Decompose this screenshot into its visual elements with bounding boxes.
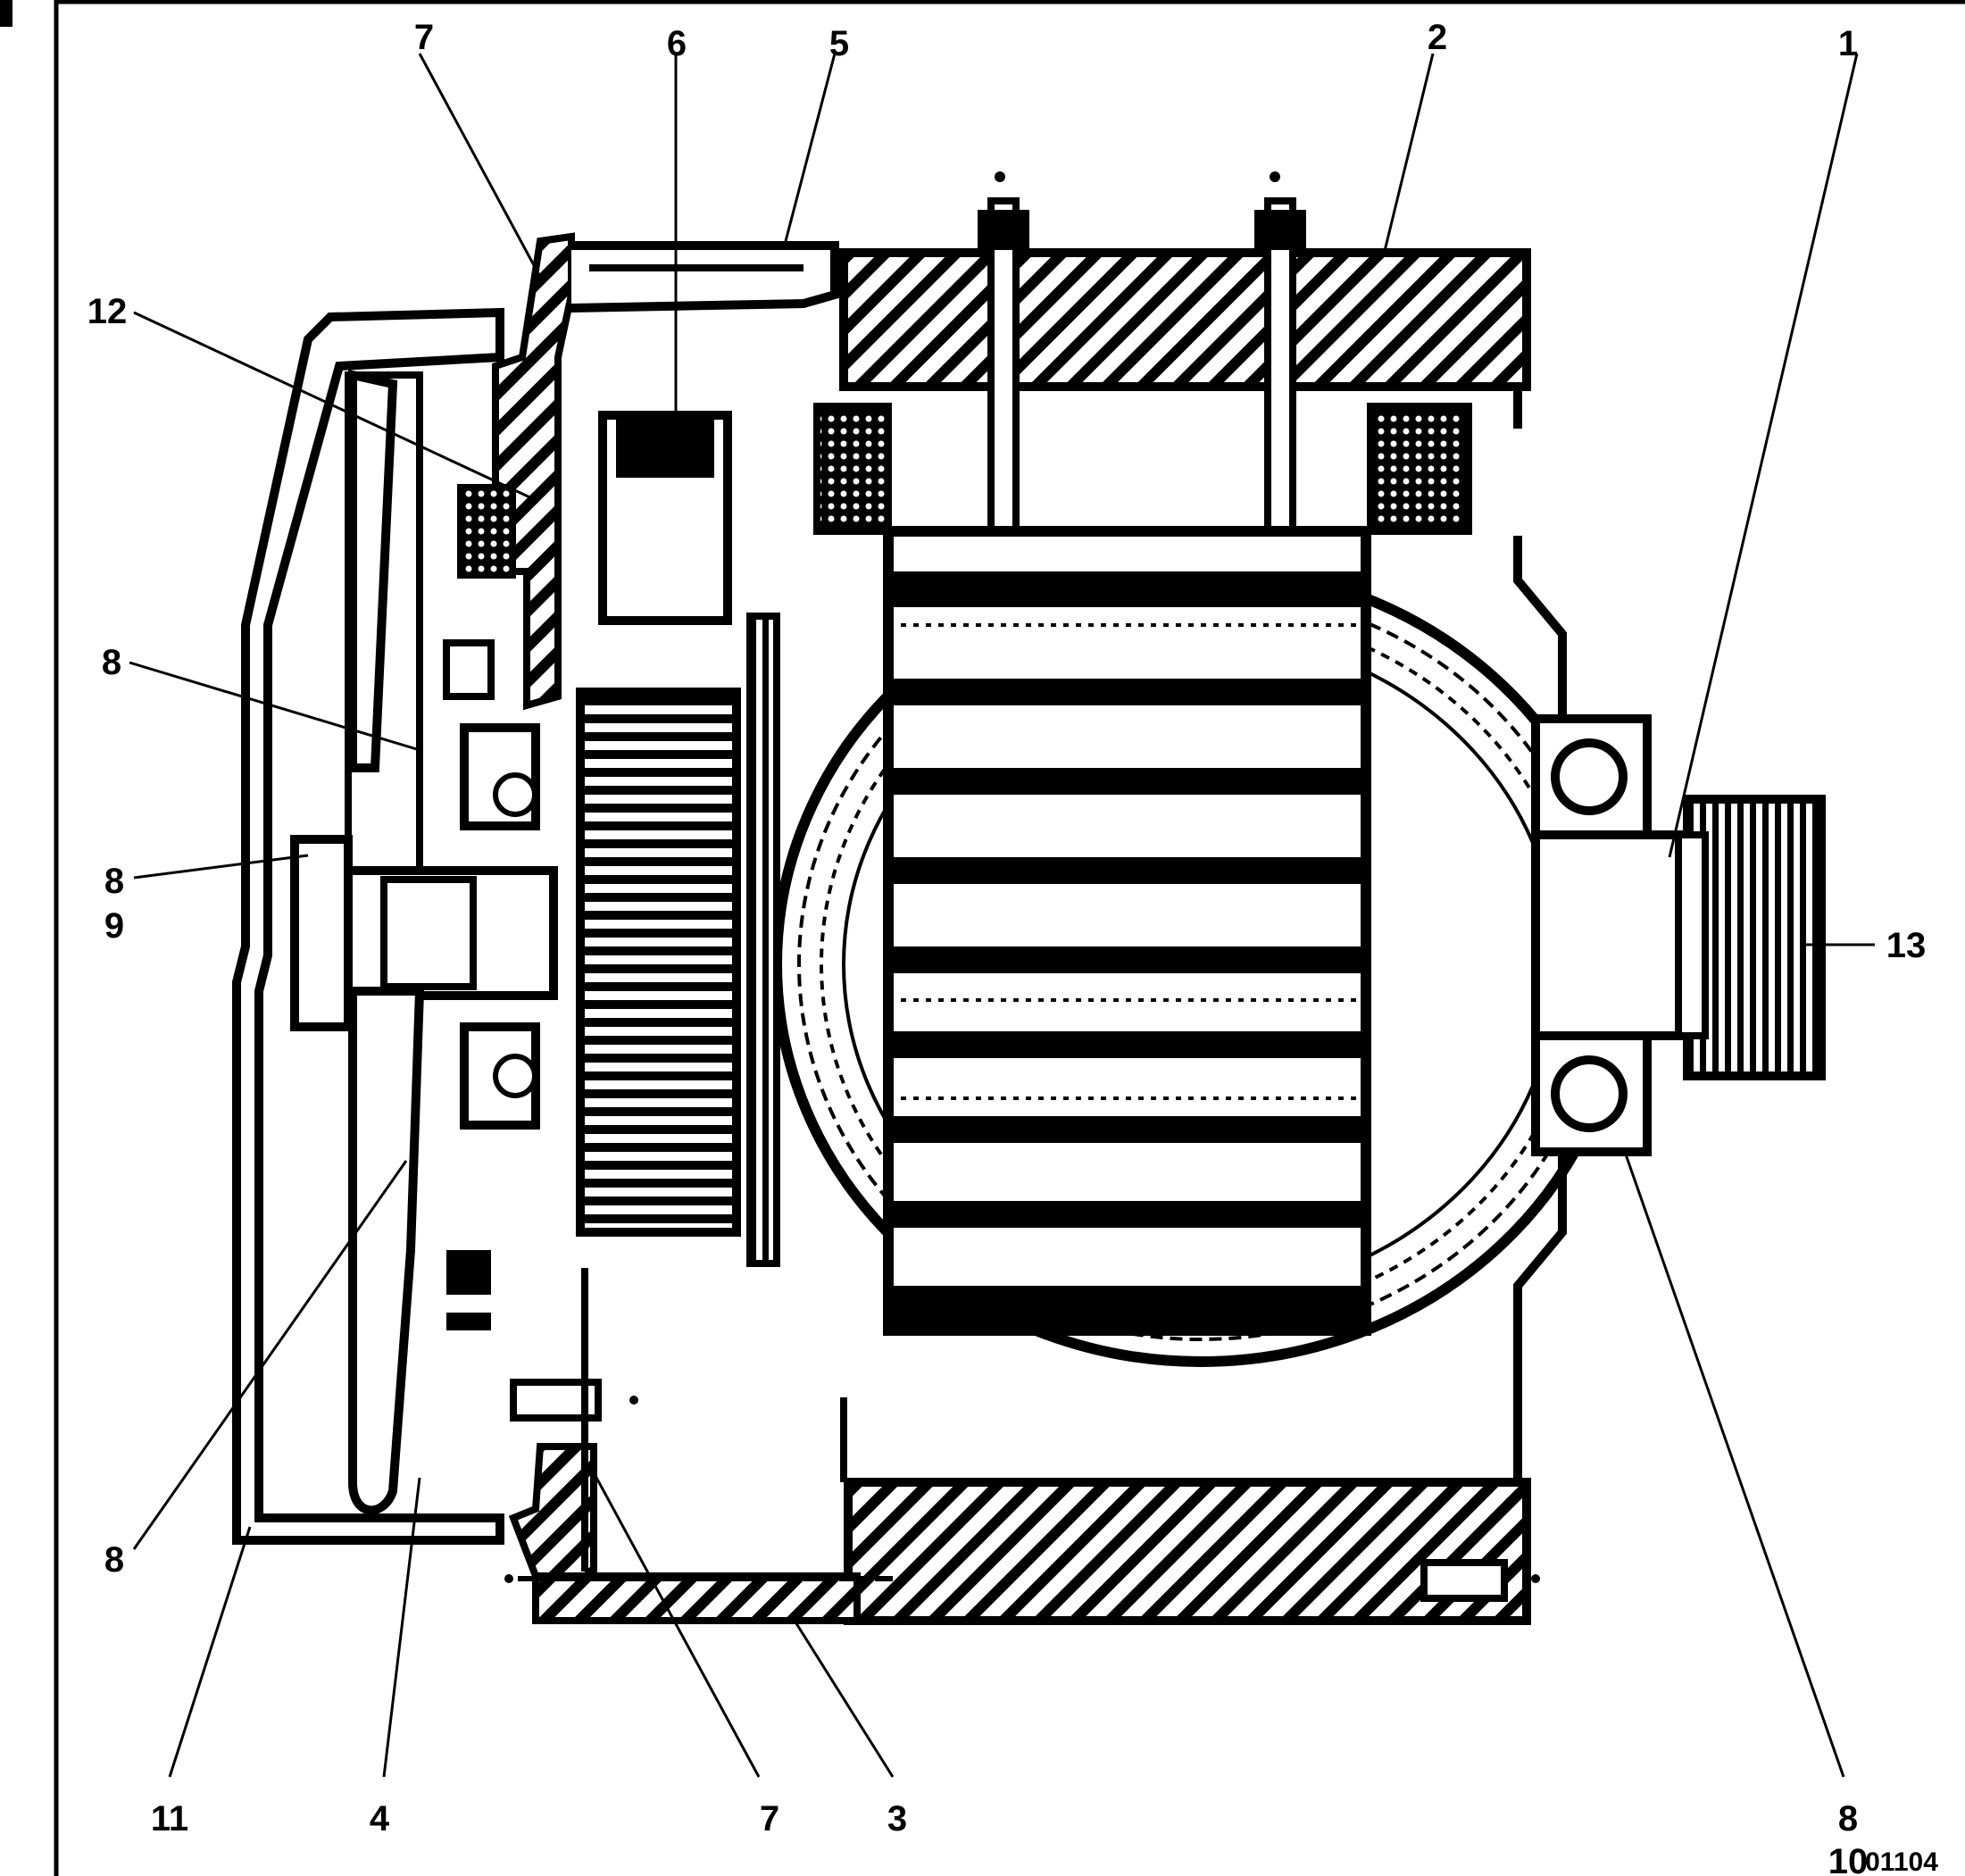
field-coil-left <box>813 403 892 535</box>
callout-7-bottom: 7 <box>760 1799 779 1838</box>
fan <box>348 987 425 1515</box>
callout-3: 3 <box>887 1799 907 1838</box>
callout-2: 2 <box>1428 18 1447 57</box>
slip-ring-assembly <box>576 688 741 1237</box>
callout-10: 10 <box>1828 1842 1869 1876</box>
callout-11: 11 <box>151 1799 188 1838</box>
callout-8-left-lower: 8 <box>104 1540 124 1580</box>
callout-8-left-mid: 8 <box>104 862 124 901</box>
stator-housing-bottom <box>844 1478 1531 1625</box>
stator-bolts <box>978 171 1306 535</box>
callout-13: 13 <box>1886 926 1927 965</box>
field-coil-right <box>1367 403 1472 535</box>
alternator-drawing <box>232 171 1826 1625</box>
pulley <box>1675 795 1826 1080</box>
figure-code: 01104 <box>1865 1847 1938 1876</box>
callout-9: 9 <box>104 906 124 946</box>
front-bearing <box>1531 714 1692 1156</box>
callout-5: 5 <box>829 24 849 63</box>
callout-6: 6 <box>667 24 687 63</box>
callout-12: 12 <box>87 292 128 331</box>
rear-cover <box>232 307 504 1545</box>
callout-8-left-upper: 8 <box>102 643 121 682</box>
shaft-nut <box>290 835 353 1031</box>
end-shield <box>492 232 575 711</box>
callout-8-right: 8 <box>1838 1799 1858 1838</box>
callout-7-top: 7 <box>414 18 434 57</box>
stator-housing-top <box>839 248 1531 391</box>
callout-1: 1 <box>1838 24 1858 63</box>
callout-labels: 1 2 5 6 7 12 8 8 9 13 8 11 4 7 3 8 10 01… <box>87 18 1938 1876</box>
callout-4: 4 <box>370 1799 390 1838</box>
housing-base-strip <box>532 1572 861 1624</box>
leader-lines <box>129 53 1875 1778</box>
stator-core <box>883 526 1371 1336</box>
